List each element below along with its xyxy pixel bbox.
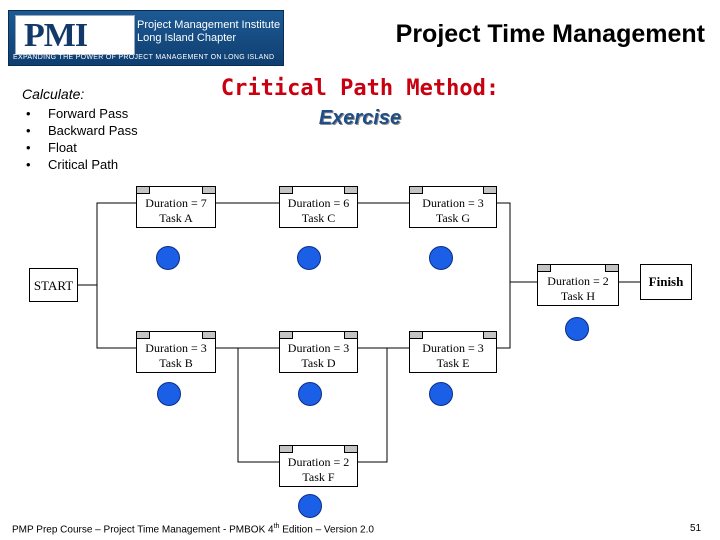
finish-label: Finish xyxy=(648,274,684,289)
calculate-item: •Forward Pass xyxy=(26,106,129,121)
task-name: Task D xyxy=(301,356,336,370)
institute-name: Project Management Institute xyxy=(137,19,281,31)
task-b-circle xyxy=(157,382,181,406)
node-corner-box xyxy=(202,331,216,339)
task-name: Task H xyxy=(560,289,596,303)
node-corner-box xyxy=(409,186,423,194)
b-to-f-line xyxy=(237,348,279,463)
task-h-node: Duration = 2 Task H xyxy=(537,264,619,306)
task-name: Task C xyxy=(301,211,336,225)
calculate-item: •Float xyxy=(26,140,77,155)
task-duration: Duration = 2 xyxy=(287,455,350,469)
banner-tagline: EXPANDING THE POWER OF PROJECT MANAGEMEN… xyxy=(13,54,275,61)
task-name: Task B xyxy=(159,356,193,370)
f-to-e-line xyxy=(358,348,388,463)
node-corner-box xyxy=(605,264,619,272)
task-e-circle xyxy=(429,382,453,406)
task-f-circle xyxy=(298,494,322,518)
footer-text: PMP Prep Course – Project Time Managemen… xyxy=(12,523,374,536)
node-corner-box xyxy=(344,331,358,339)
node-corner-box xyxy=(136,331,150,339)
task-name: Task E xyxy=(436,356,470,370)
node-corner-box xyxy=(483,331,497,339)
start-to-a-line xyxy=(77,202,136,286)
cpm-subtitle: Exercise xyxy=(318,107,402,129)
task-g-node: Duration = 3 Task G xyxy=(409,186,497,228)
task-e-node: Duration = 3 Task E xyxy=(409,331,497,373)
node-corner-box xyxy=(136,186,150,194)
task-name: Task F xyxy=(302,470,335,484)
task-h-circle xyxy=(565,317,589,341)
task-c-circle xyxy=(297,246,321,270)
node-corner-box xyxy=(279,445,293,453)
cpm-title: Critical Path Method: xyxy=(220,76,500,101)
start-to-b-line xyxy=(96,285,136,349)
task-name: Task G xyxy=(435,211,471,225)
node-corner-box xyxy=(483,186,497,194)
calculate-item: •Critical Path xyxy=(26,157,119,172)
e-to-h-line xyxy=(497,282,511,349)
task-duration: Duration = 6 xyxy=(287,196,350,210)
page-number: 51 xyxy=(690,523,702,534)
task-duration: Duration = 3 xyxy=(422,341,484,355)
task-name: Task A xyxy=(159,211,193,225)
node-corner-box xyxy=(409,331,423,339)
task-duration: Duration = 3 xyxy=(287,341,350,355)
task-g-circle xyxy=(429,246,453,270)
chapter-name: Long Island Chapter xyxy=(137,32,237,44)
node-corner-box xyxy=(279,331,293,339)
node-corner-box xyxy=(279,186,293,194)
task-duration: Duration = 3 xyxy=(145,341,207,355)
calculate-heading: Calculate: xyxy=(22,86,85,102)
task-a-circle xyxy=(156,246,180,270)
start-node: START xyxy=(29,268,78,302)
node-corner-box xyxy=(202,186,216,194)
task-d-node: Duration = 3 Task D xyxy=(279,331,358,373)
finish-node: Finish xyxy=(640,264,692,300)
start-label: START xyxy=(33,278,74,293)
task-c-node: Duration = 6 Task C xyxy=(279,186,358,228)
task-duration: Duration = 3 xyxy=(422,196,484,210)
node-corner-box xyxy=(344,186,358,194)
task-duration: Duration = 7 xyxy=(145,196,207,210)
calculate-item: •Backward Pass xyxy=(26,123,138,138)
slide-title: Project Time Management xyxy=(395,20,705,48)
task-duration: Duration = 2 xyxy=(547,274,609,288)
pmi-logo: PMI xyxy=(15,15,135,55)
g-to-h-line xyxy=(497,202,537,283)
task-a-node: Duration = 7 Task A xyxy=(136,186,216,228)
node-corner-box xyxy=(344,445,358,453)
task-b-node: Duration = 3 Task B xyxy=(136,331,216,373)
node-corner-box xyxy=(537,264,551,272)
task-d-circle xyxy=(298,382,322,406)
task-f-node: Duration = 2 Task F xyxy=(279,445,358,487)
pmi-banner: PMI Project Management Institute Long Is… xyxy=(8,10,284,66)
pmi-logo-text: PMI xyxy=(24,17,88,54)
